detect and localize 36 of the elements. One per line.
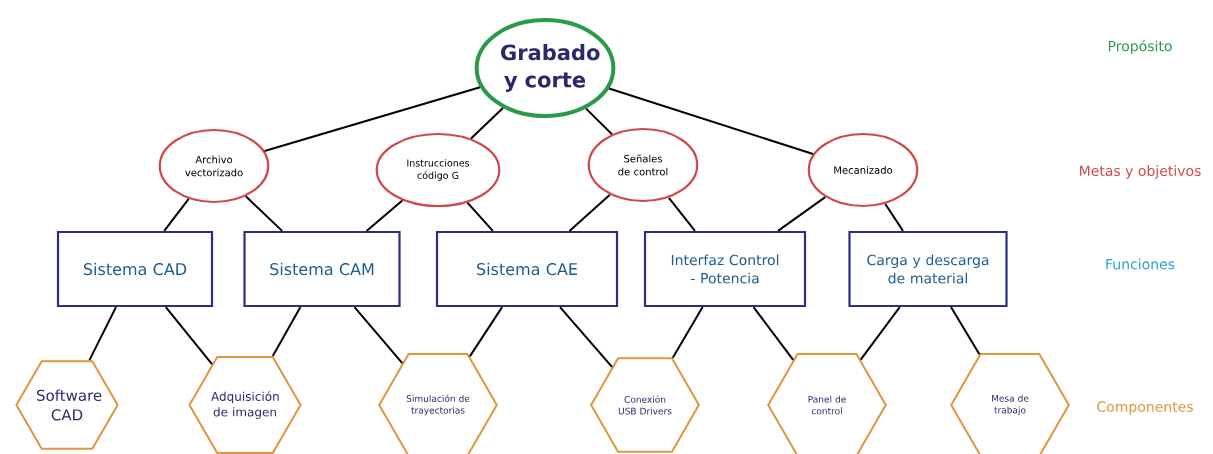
connector-line <box>559 306 613 368</box>
connector-line <box>263 86 482 152</box>
connector-line <box>949 306 981 356</box>
connector-line <box>585 107 613 136</box>
connector-line <box>884 202 905 232</box>
function-box: Sistema CAM <box>243 230 401 308</box>
level-label: Metas y objetivos <box>1080 165 1201 179</box>
connector-line <box>163 198 190 232</box>
component-hexagon: Panel de control <box>767 353 887 454</box>
connector-line <box>608 87 815 155</box>
connector-line <box>468 306 504 358</box>
connector-line <box>752 306 795 361</box>
connector-line <box>164 306 213 366</box>
connector-line <box>777 196 827 232</box>
connector-line <box>88 306 117 362</box>
component-hexagon: Adquisición de imagen <box>188 355 302 454</box>
connector-line <box>365 199 404 232</box>
function-box: Carga y descarga de material <box>848 230 1008 308</box>
component-hexagon: Simulación de trayectorias <box>378 353 498 454</box>
connector-line <box>466 201 494 232</box>
function-box: Sistema CAE <box>435 230 619 308</box>
connector-line <box>859 306 901 361</box>
level-label: Funciones <box>1106 258 1175 270</box>
connector-line <box>568 193 611 232</box>
connector-line <box>271 306 302 357</box>
connector-line <box>667 196 696 232</box>
connector-line <box>244 195 284 232</box>
connector-line <box>353 306 404 365</box>
function-box: Sistema CAD <box>56 230 214 308</box>
function-box: Interfaz Control - Potencia <box>643 230 807 308</box>
level-label: Componentes <box>1097 401 1193 415</box>
connector-line <box>470 107 504 140</box>
component-hexagon: Mesa de trabajo <box>950 353 1070 454</box>
connector-line <box>671 306 704 359</box>
component-hexagon: Software CAD <box>15 360 119 450</box>
level-label: Propósito <box>1108 39 1172 55</box>
